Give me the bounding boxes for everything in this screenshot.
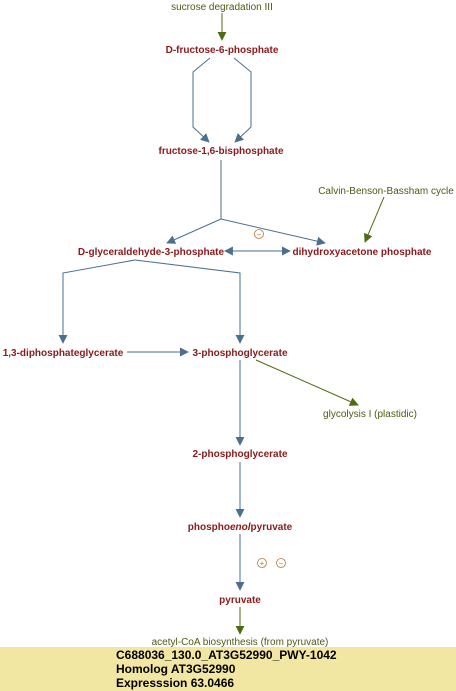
link-acetyl-coa-biosynthesis[interactable]: acetyl-CoA biosynthesis (from pyruvate) — [152, 637, 329, 648]
arrow-gap-to-bpg — [58, 259, 136, 344]
svg-text:−: − — [257, 230, 262, 239]
link-calvin-cycle[interactable]: Calvin-Benson-Bassham cycle — [318, 186, 454, 197]
info-footer: C688036_130.0_AT3G52990_PWY-1042 Homolog… — [0, 647, 456, 691]
regulation-inhibit-marker-1[interactable]: − — [254, 229, 264, 240]
link-glycolysis-plastidic[interactable]: glycolysis I (plastidic) — [323, 409, 417, 420]
compound-fructose-6-phosphate[interactable]: D-fructose-6-phosphate — [166, 45, 279, 56]
arrow-f6p-to-fbp-left — [192, 57, 211, 143]
link-arrow-calvin — [364, 196, 385, 243]
compound-3-phosphoglycerate[interactable]: 3-phosphoglycerate — [192, 348, 287, 359]
compound-2-phosphoglycerate[interactable]: 2-phosphoglycerate — [192, 449, 287, 460]
svg-text:−: − — [279, 559, 284, 568]
compound-pyruvate[interactable]: pyruvate — [219, 595, 261, 606]
link-arrow-glycolysis — [255, 359, 359, 406]
compound-phosphoenolpyruvate[interactable]: phosphoenolpyruvate — [188, 522, 293, 533]
footer-homolog-line: Homolog AT3G52990 — [116, 662, 236, 676]
regulation-inhibit-marker-2[interactable]: − — [276, 558, 286, 569]
arrow-fbp-to-dhap — [220, 218, 326, 246]
svg-text:+: + — [260, 559, 265, 568]
regulation-activate-marker[interactable]: + — [257, 558, 267, 569]
arrow-f6p-to-fbp-right — [233, 57, 252, 143]
arrow-fbp-to-gap — [166, 218, 222, 244]
compound-1-3-diphosphateglycerate[interactable]: 1,3-diphosphateglycerate — [3, 348, 124, 359]
footer-id-line: C688036_130.0_AT3G52990_PWY-1042 — [116, 648, 337, 662]
link-sucrose-degradation[interactable]: sucrose degradation III — [171, 2, 273, 13]
compound-glyceraldehyde-3-phosphate[interactable]: D-glyceraldehyde-3-phosphate — [78, 247, 225, 258]
compound-fructose-1-6-bisphosphate[interactable]: fructose-1,6-bisphosphate — [158, 146, 283, 157]
compound-dihydroxyacetone-phosphate[interactable]: dihydroxyacetone phosphate — [293, 247, 432, 258]
footer-expression-line: Expresssion 63.0466 — [116, 676, 235, 690]
arrow-gap-to-3pg — [134, 259, 245, 344]
